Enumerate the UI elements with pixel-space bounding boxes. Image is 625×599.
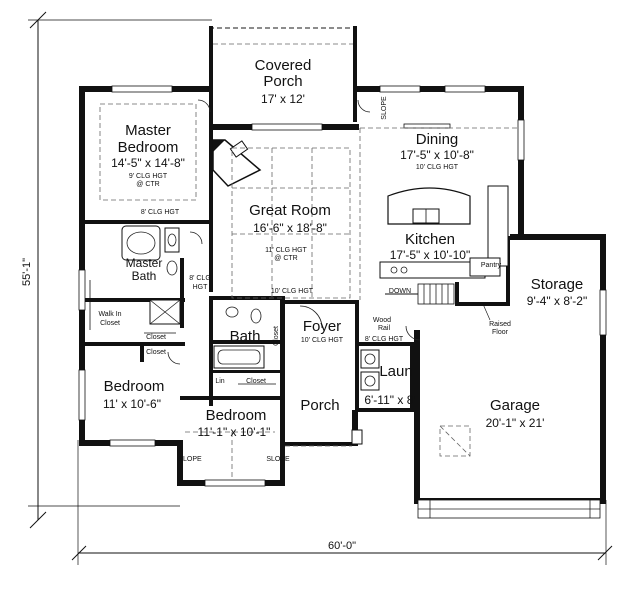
garage-door (417, 499, 601, 519)
door-swings (167, 99, 421, 365)
stairs (385, 283, 455, 305)
great-room-ceiling-1: 11' CLG HGT (265, 247, 307, 254)
bedroom1-size: 11' x 10'-6" (103, 397, 161, 411)
great-room-name: Great Room (249, 202, 331, 219)
dining-kitchen-outline (359, 127, 518, 300)
linen-closet-note: Lin (215, 378, 224, 385)
master-bath-ceiling-2: HGT (193, 284, 209, 291)
bedroom1-closet-note: Closet (146, 349, 166, 356)
garage-name: Garage (490, 397, 540, 414)
master-bedroom-ceiling-note: 8' CLG HGT (141, 209, 180, 216)
master-bedroom-tray-ceiling (99, 103, 197, 201)
master-closet-note: Closet (146, 334, 166, 341)
master-bedroom-ceiling-2: @ CTR (136, 181, 159, 188)
raised-floor-note-2: Floor (492, 329, 509, 336)
dining-size: 17'-5" x 10'-8" (400, 148, 474, 162)
master-bedroom-name-1: Master (125, 122, 171, 139)
covered-porch-outline (209, 26, 357, 122)
depth-dimension-label: 55'-1" (21, 258, 33, 286)
windows (78, 85, 607, 487)
foyer-name: Foyer (303, 318, 341, 335)
raised-floor-leader (482, 303, 491, 321)
master-bedroom-ceiling-1: 9' CLG HGT (129, 173, 168, 180)
bath-closet-note: Closet (273, 326, 280, 346)
dining-ceiling: 10' CLG HGT (416, 164, 459, 171)
walk-in-closet-label-2: Closet (100, 320, 120, 327)
great-room-ceiling-note: 10' CLG HGT (271, 288, 314, 295)
laun-size: 6'-11" x 8' (364, 393, 415, 407)
bedroom2-size: 11'-1" x 10'-1" (198, 425, 271, 439)
covered-porch-name-2: Porch (263, 73, 302, 90)
wood-rail-note-2: Rail (378, 325, 391, 332)
porch-name: Porch (300, 397, 339, 414)
kitchen-counters (379, 185, 509, 279)
covered-porch-size: 17' x 12' (261, 92, 305, 106)
wood-rail-note-1: Wood (373, 317, 391, 324)
master-bedroom-name-2: Bedroom (118, 139, 179, 156)
foyer-ceiling: 10' CLG HGT (301, 337, 344, 344)
closet-rods (89, 280, 276, 385)
kitchen-size: 17'-5" x 10'-10" (390, 248, 470, 262)
slope-note-bedroom-right: SLOPE (266, 456, 290, 463)
width-dimension-label: 60'-0" (328, 540, 356, 552)
great-room-ceiling-grid (231, 147, 351, 299)
kitchen-island (387, 187, 471, 225)
master-bath-ceiling-1: 8' CLG (189, 275, 211, 282)
kitchen-name: Kitchen (405, 231, 455, 248)
laun-ceiling: 8' CLG HGT (365, 336, 404, 343)
walk-in-closet-label-1: Walk In (98, 311, 121, 318)
garage-size: 20'-1" x 21' (486, 416, 545, 430)
overall-depth-dimension (28, 11, 212, 529)
great-room-ceiling-2: @ CTR (274, 255, 297, 262)
master-bath-name-2: Bath (132, 269, 157, 283)
storage-size: 9'-4" x 8'-2" (527, 294, 587, 308)
pantry-note: Pantry (481, 262, 502, 269)
bath-name: Bath (230, 328, 261, 345)
slope-note-dining: SLOPE (381, 96, 388, 120)
garage-attic-access (439, 425, 471, 457)
bedroom2-closet-note: Closet (246, 378, 266, 385)
bedroom2-name: Bedroom (206, 407, 267, 424)
fireplace (212, 139, 262, 187)
porch-outline (285, 429, 363, 447)
bedroom1-name: Bedroom (104, 378, 165, 395)
covered-porch-name-1: Covered (255, 57, 312, 74)
master-bath-fixtures (121, 225, 181, 325)
bath-fixtures (213, 306, 265, 369)
master-bath-name-1: Master (126, 256, 163, 270)
interior-walls (85, 92, 510, 412)
great-room-size: 16'-6" x 18'-8" (253, 221, 327, 235)
bedroom2-slope-lines (185, 431, 275, 480)
dining-name: Dining (416, 131, 459, 148)
slope-note-bedroom-left: SLOPE (178, 456, 202, 463)
laundry-appliances (360, 349, 380, 391)
overall-width-dimension (71, 440, 613, 565)
laun-name: Laun (379, 363, 412, 380)
stairs-down-note: DOWN (389, 288, 411, 295)
raised-floor-note-1: Raised (489, 321, 511, 328)
master-bedroom-size: 14'-5" x 14'-8" (111, 156, 185, 170)
storage-name: Storage (531, 276, 584, 293)
